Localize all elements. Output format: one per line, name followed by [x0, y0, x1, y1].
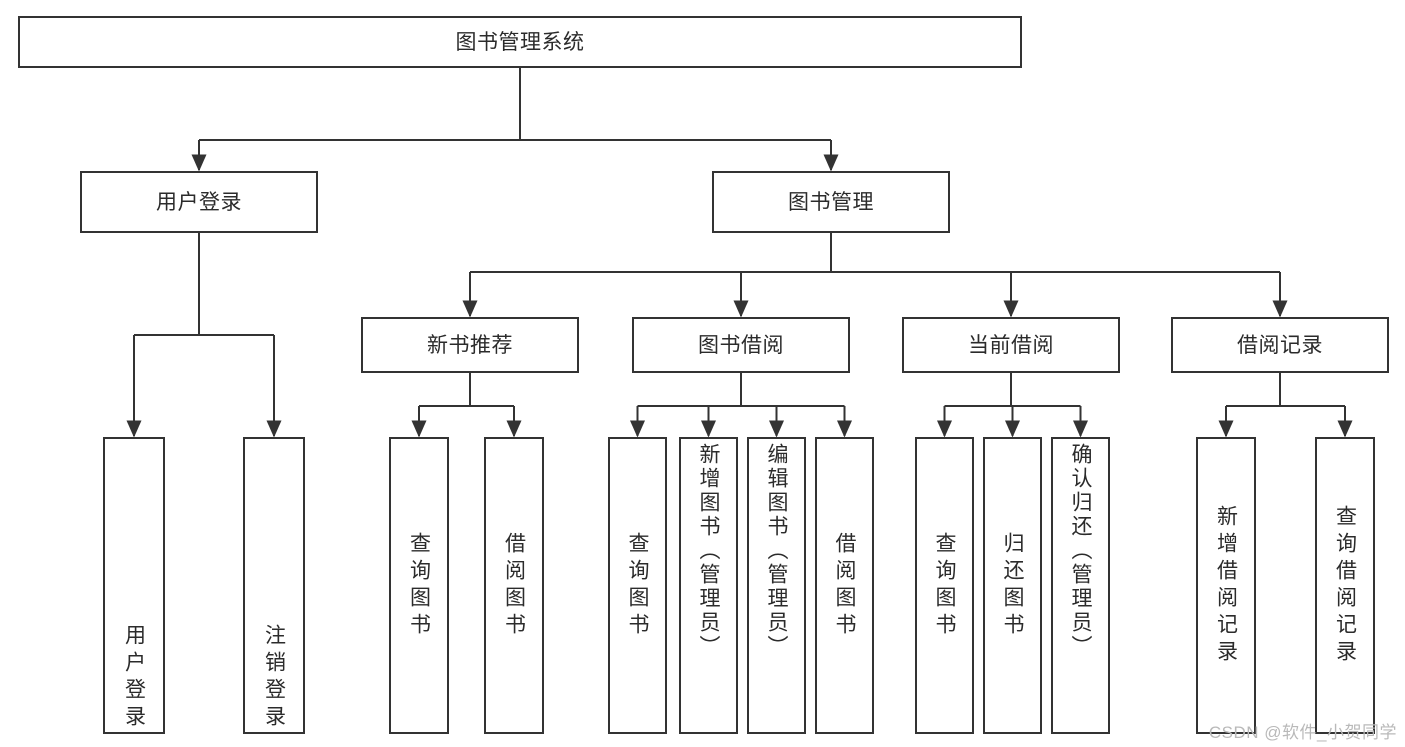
node-label: 借阅图书	[833, 531, 856, 640]
node-label: 用户登录	[156, 190, 242, 214]
node-current-borrow[interactable]: 当前借阅	[902, 317, 1120, 373]
watermark-text: CSDN @软件_小贺同学	[1208, 723, 1397, 742]
node-recommend-borrow-book[interactable]: 借阅图书	[484, 437, 544, 734]
node-current-return-book[interactable]: 归还图书	[983, 437, 1042, 734]
node-label: 借阅记录	[1237, 333, 1323, 357]
node-label: 确认归还（管理员）	[1069, 443, 1092, 659]
node-label: 新增借阅记录	[1214, 504, 1238, 667]
arrow-icon-borrow-records	[1272, 300, 1288, 318]
arrow-icon-current-confirm-return	[1073, 420, 1088, 438]
arrow-icon-records-query	[1337, 420, 1353, 438]
node-user-login-do[interactable]: 用户登录	[103, 437, 165, 734]
node-label: 新增图书（管理员）	[697, 443, 720, 659]
arrow-icon-book-borrow	[733, 300, 749, 318]
node-label: 查询图书	[933, 531, 956, 640]
arrow-icon-user-login	[191, 154, 207, 172]
arrow-icon-records-add	[1218, 420, 1234, 438]
node-borrow-add-book[interactable]: 新增图书（管理员）	[679, 437, 738, 734]
node-borrow-records[interactable]: 借阅记录	[1171, 317, 1389, 373]
arrow-icon-recommend-borrow-book	[506, 420, 522, 438]
node-user-logout[interactable]: 注销登录	[243, 437, 305, 734]
arrow-icon-current-return-book	[1005, 420, 1020, 438]
node-book-borrow[interactable]: 图书借阅	[632, 317, 850, 373]
node-label: 当前借阅	[968, 333, 1054, 357]
node-root[interactable]: 图书管理系统	[18, 16, 1022, 68]
node-borrow-borrow-book[interactable]: 借阅图书	[815, 437, 874, 734]
node-current-confirm-return[interactable]: 确认归还（管理员）	[1051, 437, 1110, 734]
arrow-icon-user-login-do	[126, 420, 142, 438]
node-label: 图书管理系统	[455, 30, 585, 54]
arrow-icon-borrow-edit-book	[769, 420, 784, 438]
node-label: 查询图书	[626, 531, 649, 640]
arrow-icon-borrow-add-book	[701, 420, 716, 438]
arrow-icon-book-management	[823, 154, 839, 172]
node-label: 图书管理	[788, 190, 874, 214]
arrow-icon-current-query-book	[937, 420, 952, 438]
node-label: 用户登录	[122, 624, 146, 732]
arrow-icon-current-borrow	[1003, 300, 1019, 318]
node-recommend-query-book[interactable]: 查询图书	[389, 437, 449, 734]
node-records-query[interactable]: 查询借阅记录	[1315, 437, 1375, 734]
node-label: 注销登录	[262, 624, 286, 732]
node-label: 借阅图书	[502, 531, 526, 640]
node-label: 编辑图书（管理员）	[765, 443, 788, 659]
node-book-management[interactable]: 图书管理	[712, 171, 950, 233]
arrow-icon-borrow-borrow-book	[837, 420, 852, 438]
node-label: 新书推荐	[427, 333, 513, 357]
node-borrow-query-book[interactable]: 查询图书	[608, 437, 667, 734]
node-borrow-edit-book[interactable]: 编辑图书（管理员）	[747, 437, 806, 734]
node-label: 归还图书	[1001, 531, 1024, 640]
node-label: 查询借阅记录	[1333, 504, 1357, 667]
node-label: 查询图书	[407, 531, 431, 640]
arrow-icon-borrow-query-book	[630, 420, 645, 438]
arrow-icon-new-book-recommend	[462, 300, 478, 318]
node-user-login[interactable]: 用户登录	[80, 171, 318, 233]
node-current-query-book[interactable]: 查询图书	[915, 437, 974, 734]
node-new-book-recommend[interactable]: 新书推荐	[361, 317, 579, 373]
arrow-icon-recommend-query-book	[411, 420, 427, 438]
node-records-add[interactable]: 新增借阅记录	[1196, 437, 1256, 734]
node-label: 图书借阅	[698, 333, 784, 357]
arrow-icon-user-logout	[266, 420, 282, 438]
